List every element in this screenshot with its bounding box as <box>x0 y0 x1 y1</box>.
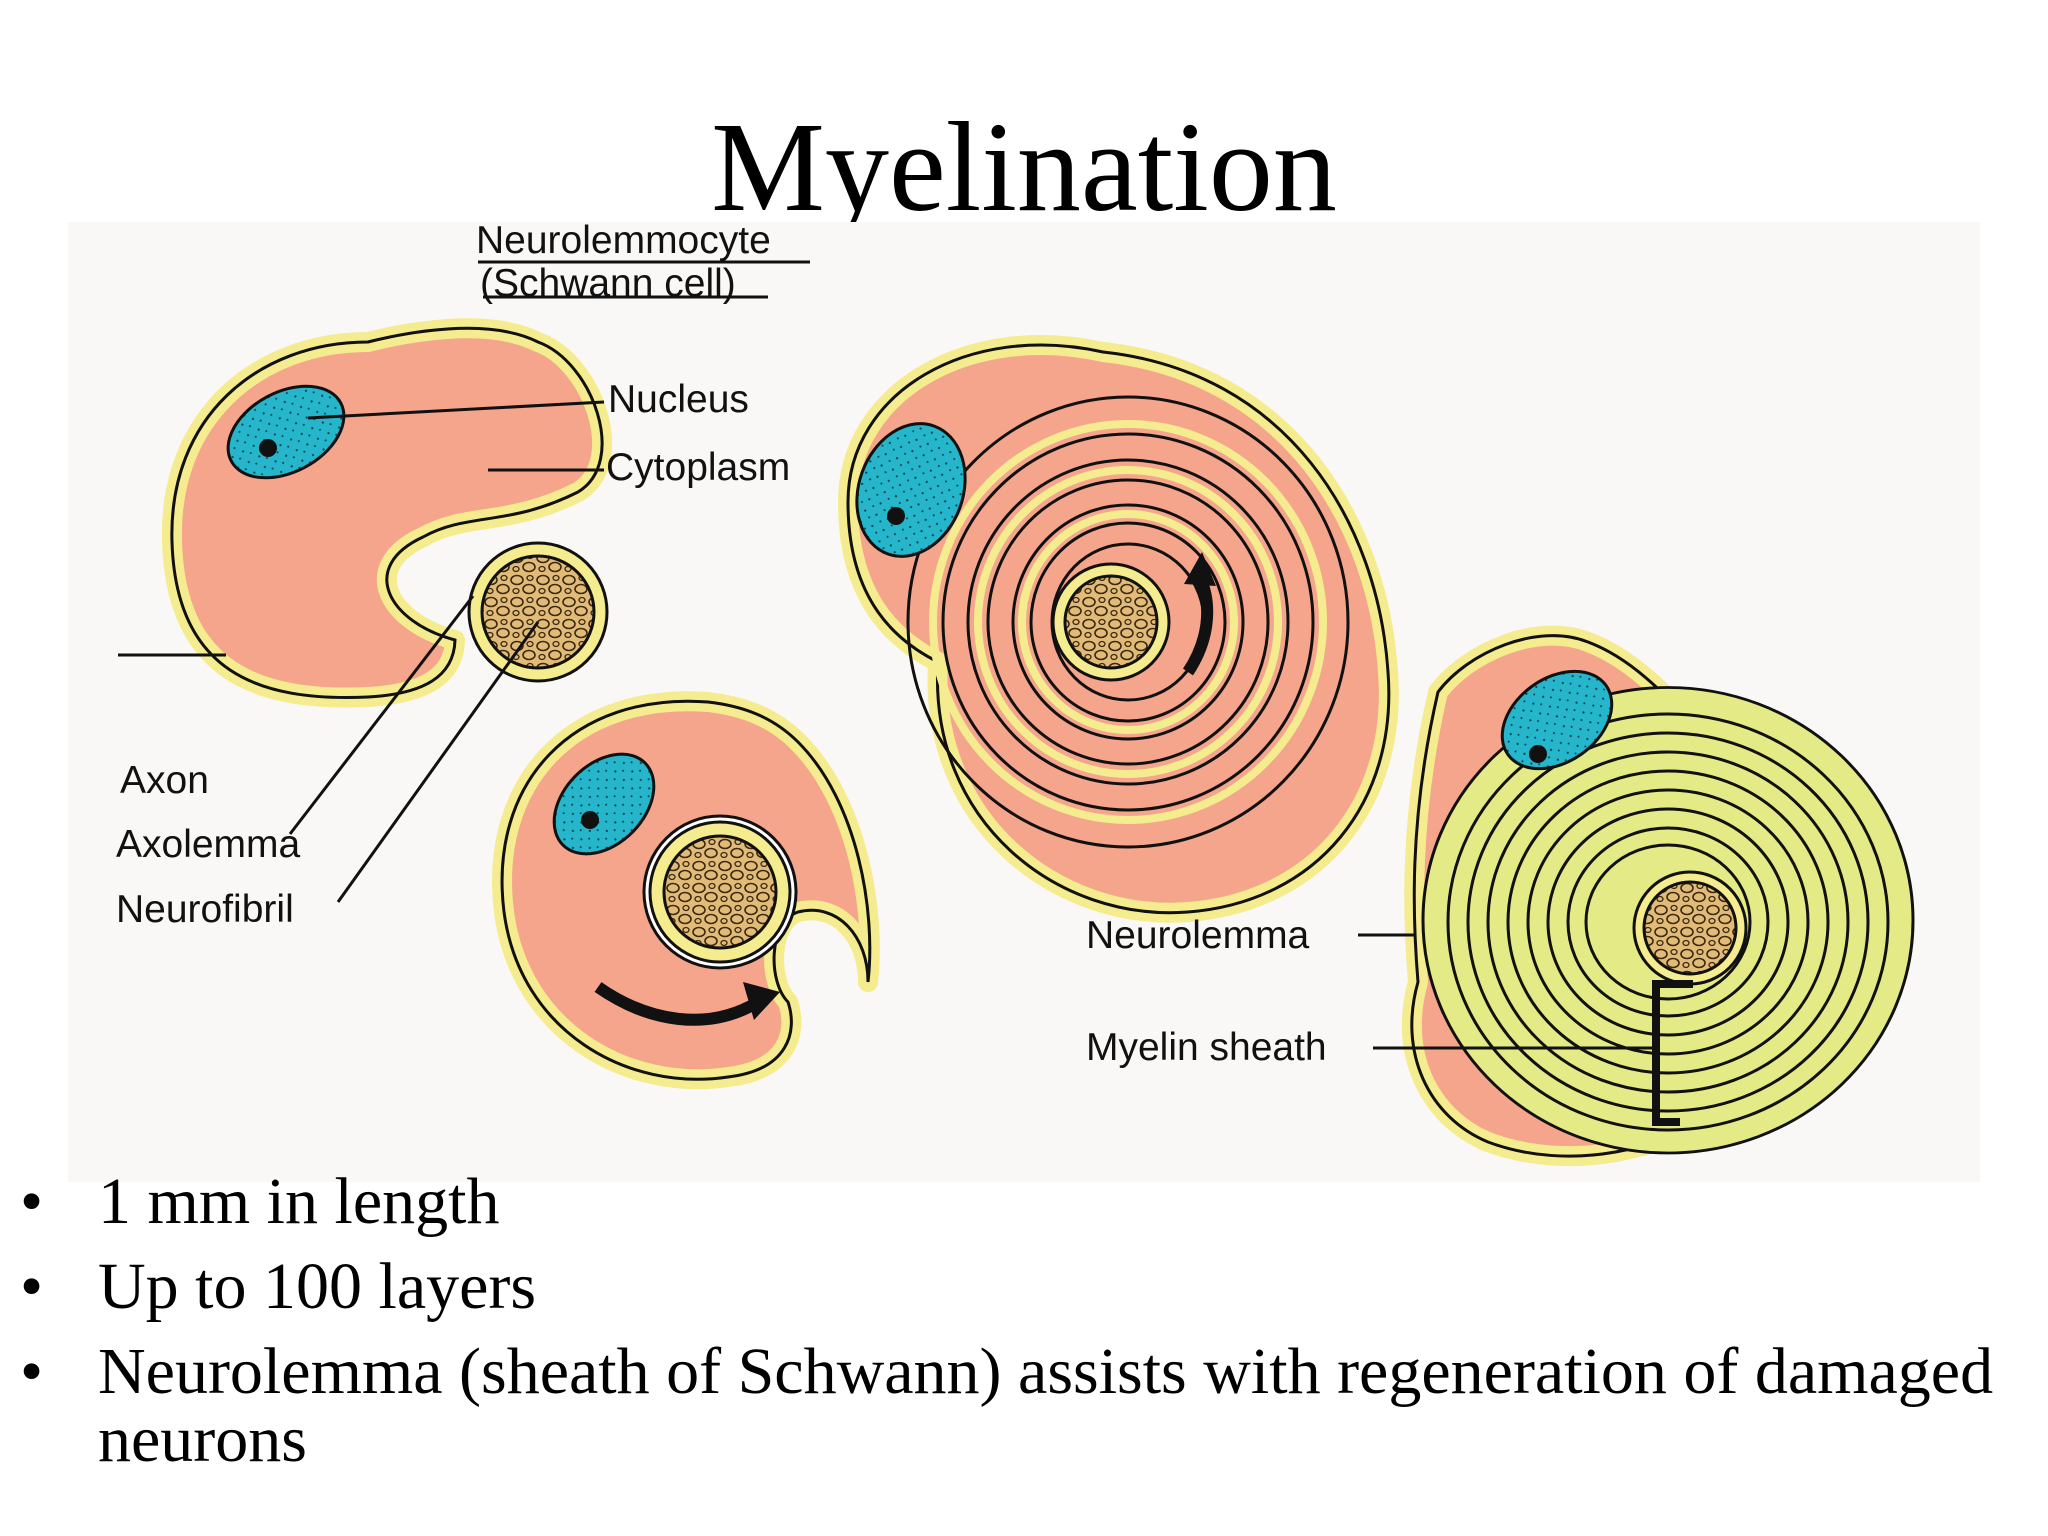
bullet-text: Up to 100 layers <box>98 1250 537 1323</box>
slide-title: Myelination <box>711 96 1337 238</box>
schwann-cell-stage-4 <box>1401 625 1915 1167</box>
bullet-text: 1 mm in length <box>98 1165 500 1238</box>
label-nucleus: Nucleus <box>608 378 749 421</box>
bullet-marker: • <box>20 1250 44 1323</box>
label-neurolemmocyte: Neurolemmocyte <box>476 222 771 262</box>
bullet-item: • 1 mm in length <box>0 1168 2048 1236</box>
label-schwann-cell: (Schwann cell) <box>480 262 736 305</box>
bullet-text: Neurolemma (sheath of Schwann) assists w… <box>98 1335 1994 1476</box>
bullet-list: • 1 mm in length • Up to 100 layers • Neuro… <box>0 1168 2048 1491</box>
schwann-cell-stage-3 <box>838 335 1399 923</box>
bullet-marker: • <box>20 1165 44 1238</box>
label-neurofibril: Neurofibril <box>116 888 294 931</box>
bullet-marker: • <box>20 1335 44 1408</box>
myelination-diagram: Neurolemmocyte (Schwann cell) Nucleus Cy… <box>68 222 1980 1182</box>
label-myelin-sheath: Myelin sheath <box>1086 1026 1327 1069</box>
label-leaders <box>118 260 1658 1050</box>
label-cytoplasm: Cytoplasm <box>606 446 790 489</box>
bullet-item: • Up to 100 layers <box>0 1253 2048 1321</box>
schwann-cell-stage-2 <box>492 691 880 1090</box>
bullet-item: • Neurolemma (sheath of Schwann) assists … <box>0 1338 2048 1474</box>
label-axon: Axon <box>120 759 209 802</box>
label-neurolemma: Neurolemma <box>1086 914 1310 957</box>
schwann-cell-stage-1 <box>161 318 613 708</box>
label-axolemma: Axolemma <box>116 823 301 866</box>
